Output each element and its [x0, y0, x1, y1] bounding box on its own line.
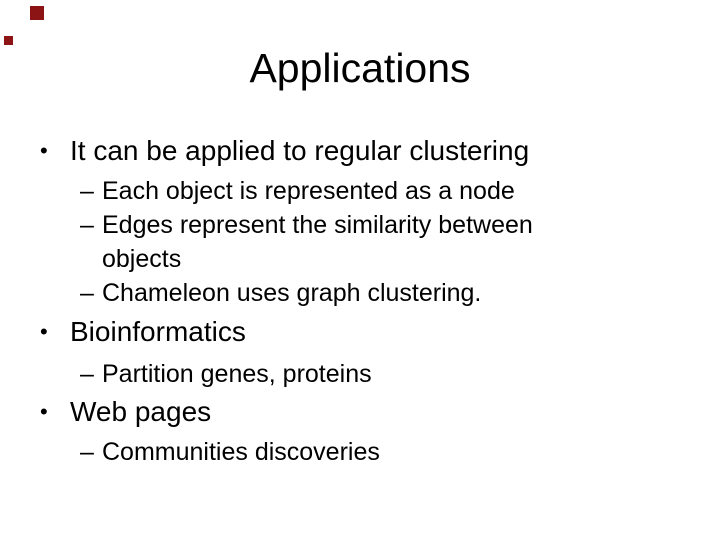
list-item: – Each object is represented as a node	[0, 174, 720, 208]
corner-decoration-square-icon	[30, 6, 44, 20]
list-item-label: Chameleon uses graph clustering.	[102, 279, 482, 307]
bullet-icon: •	[40, 319, 48, 344]
list-item-label: Edges represent the similarity between o…	[102, 211, 533, 273]
dash-icon: –	[80, 360, 94, 388]
list-item-label: Communities discoveries	[102, 438, 380, 466]
list-item-label: It can be applied to regular clustering	[70, 135, 530, 166]
corner-decoration-square-small-icon	[4, 36, 13, 45]
list-item: – Partition genes, proteins	[0, 357, 720, 391]
dash-icon: –	[80, 211, 94, 239]
bullet-list: • It can be applied to regular clusterin…	[0, 133, 720, 469]
list-item: • Bioinformatics	[0, 314, 720, 350]
dash-icon: –	[80, 279, 94, 307]
list-item-label: Bioinformatics	[70, 316, 246, 347]
list-item: • It can be applied to regular clusterin…	[0, 133, 720, 169]
list-item-label: Web pages	[70, 396, 212, 427]
page-title: Applications	[249, 45, 471, 91]
bullet-icon: •	[40, 138, 48, 163]
list-item: • Web pages	[0, 394, 720, 430]
dash-icon: –	[80, 177, 94, 205]
list-item-label: Each object is represented as a node	[102, 177, 515, 205]
list-item: – Communities discoveries	[0, 435, 720, 469]
dash-icon: –	[80, 438, 94, 466]
bullet-icon: •	[40, 399, 48, 424]
list-item-label: Partition genes, proteins	[102, 360, 372, 388]
list-item: – Chameleon uses graph clustering.	[0, 276, 720, 310]
list-item: – Edges represent the similarity between…	[0, 208, 720, 276]
